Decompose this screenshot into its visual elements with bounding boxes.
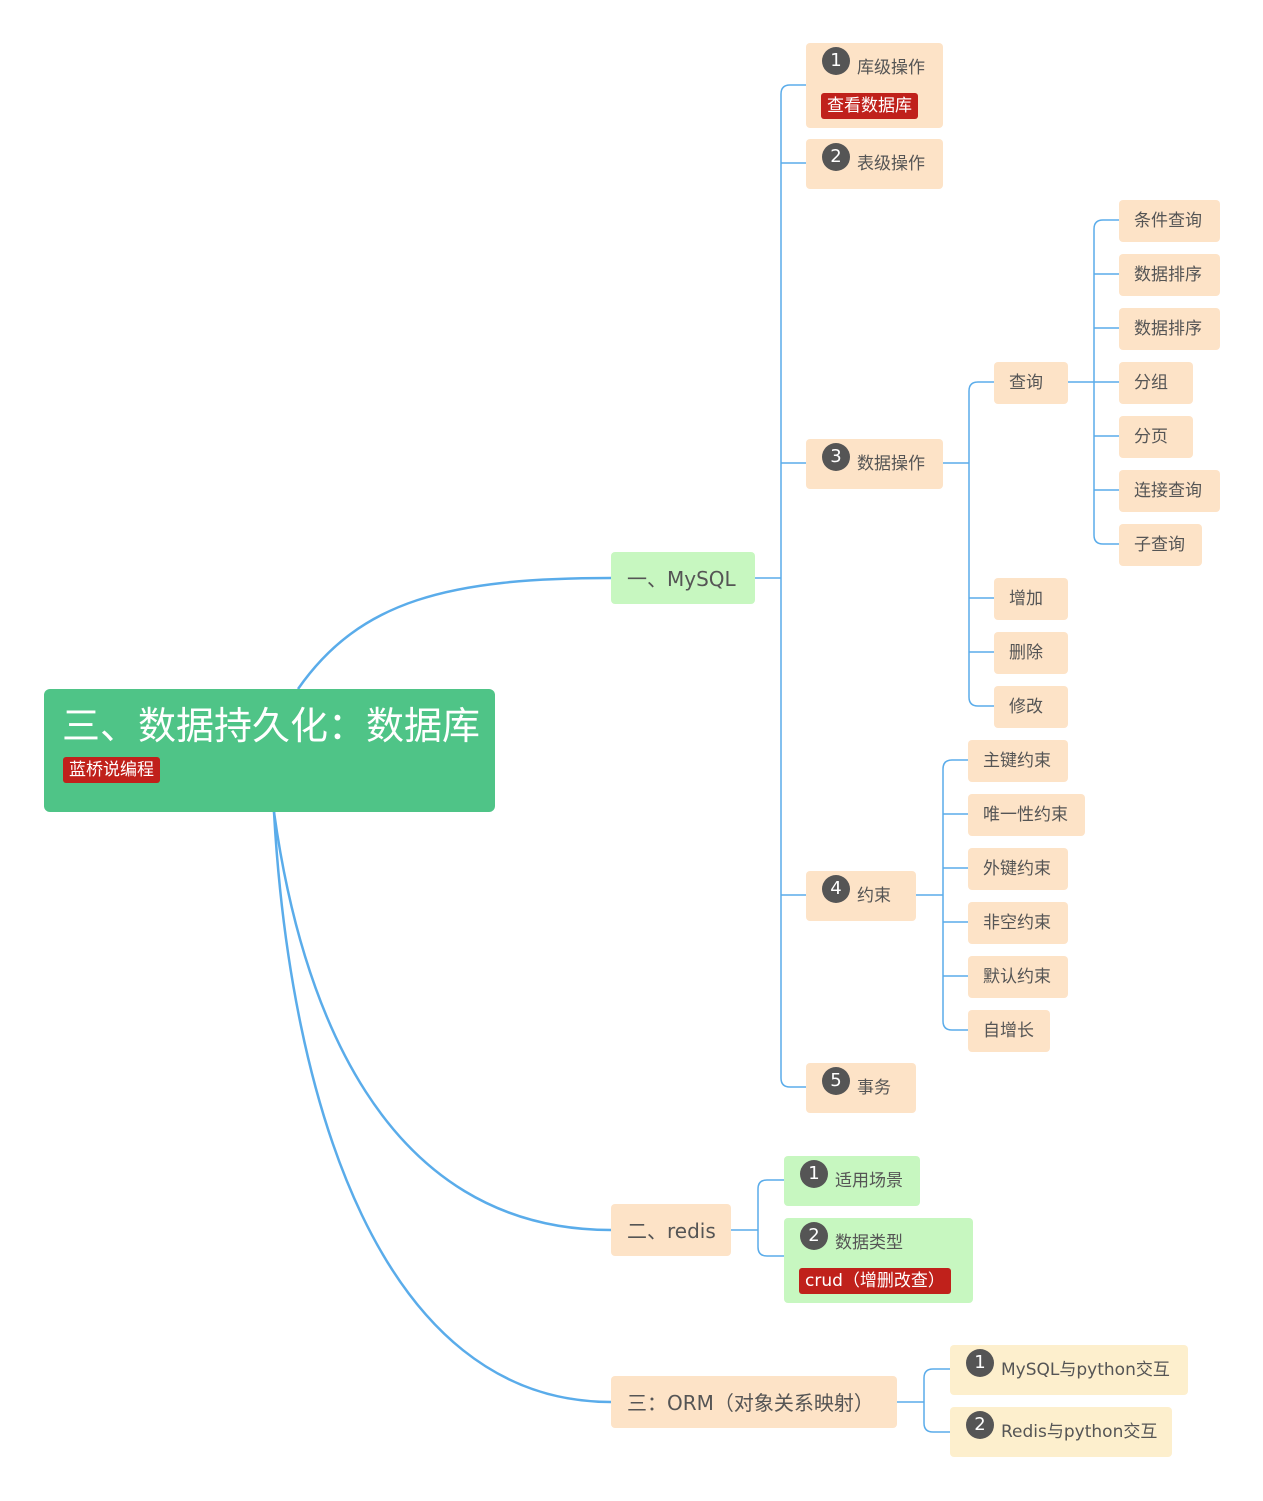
constraint-item-label: 主键约束 — [983, 751, 1051, 771]
topic-redis-label: 二、redis — [627, 1219, 716, 1243]
root-tag: 蓝桥说编程 — [63, 757, 160, 783]
topic-orm-label: 三：ORM（对象关系映射） — [627, 1391, 874, 1415]
topic-mysql-label: 一、MySQL — [627, 567, 736, 591]
mysql-item-1-label: 库级操作 — [857, 58, 925, 78]
query-item[interactable]: 条件查询 — [1119, 200, 1220, 242]
redis-item-2-label: 数据类型 — [835, 1233, 903, 1253]
query-item-label: 分组 — [1134, 373, 1168, 393]
number-badge-2: 2 — [800, 1222, 828, 1250]
topic-redis[interactable]: 二、redis — [611, 1204, 731, 1256]
query-item-label: 数据排序 — [1134, 319, 1202, 339]
query-item[interactable]: 数据排序 — [1119, 308, 1220, 350]
mysql-item-5[interactable]: 5 事务 — [806, 1063, 916, 1113]
constraint-item-label: 外键约束 — [983, 859, 1051, 879]
number-badge-4: 4 — [822, 875, 850, 903]
orm-item-2[interactable]: 2 Redis与python交互 — [950, 1407, 1172, 1457]
topic-mysql[interactable]: 一、MySQL — [611, 552, 755, 604]
constraint-item-label: 自增长 — [983, 1021, 1034, 1041]
orm-item-2-label: Redis与python交互 — [1001, 1422, 1158, 1442]
number-badge-3: 3 — [822, 443, 850, 471]
data-op-insert[interactable]: 增加 — [994, 578, 1068, 620]
query-item-label: 分页 — [1134, 427, 1168, 447]
query-item-label: 子查询 — [1134, 535, 1185, 555]
query-item[interactable]: 子查询 — [1119, 524, 1202, 566]
constraint-item[interactable]: 主键约束 — [968, 740, 1068, 782]
root-title: 三、数据持久化：数据库 — [62, 704, 481, 748]
query-item[interactable]: 数据排序 — [1119, 254, 1220, 296]
constraint-item[interactable]: 默认约束 — [968, 956, 1068, 998]
mysql-item-1[interactable]: 1 库级操作 查看数据库 — [806, 43, 943, 128]
data-op-label: 删除 — [1009, 643, 1043, 663]
query-item[interactable]: 分页 — [1119, 416, 1193, 458]
root-topic[interactable]: 三、数据持久化：数据库 蓝桥说编程 — [44, 689, 495, 812]
mysql-item-5-label: 事务 — [857, 1078, 891, 1098]
constraint-item[interactable]: 唯一性约束 — [968, 794, 1085, 836]
constraint-item-label: 唯一性约束 — [983, 805, 1068, 825]
constraint-item[interactable]: 外键约束 — [968, 848, 1068, 890]
redis-item-2-tag: crud（增删改查） — [799, 1268, 951, 1294]
query-item[interactable]: 分组 — [1119, 362, 1193, 404]
redis-item-1-label: 适用场景 — [835, 1171, 903, 1191]
mysql-item-4[interactable]: 4 约束 — [806, 871, 916, 921]
data-op-query[interactable]: 查询 — [994, 362, 1068, 404]
constraint-item-label: 非空约束 — [983, 913, 1051, 933]
mysql-item-3-label: 数据操作 — [857, 454, 925, 474]
redis-item-1[interactable]: 1 适用场景 — [784, 1156, 920, 1206]
mysql-item-2-label: 表级操作 — [857, 154, 925, 174]
data-op-label: 修改 — [1009, 697, 1043, 717]
data-op-update[interactable]: 修改 — [994, 686, 1068, 728]
mysql-item-2[interactable]: 2 表级操作 — [806, 139, 943, 189]
query-item-label: 条件查询 — [1134, 211, 1202, 231]
mysql-item-3[interactable]: 3 数据操作 — [806, 439, 943, 489]
data-op-delete[interactable]: 删除 — [994, 632, 1068, 674]
mysql-item-1-tag: 查看数据库 — [821, 93, 918, 119]
query-item[interactable]: 连接查询 — [1119, 470, 1220, 512]
number-badge-2: 2 — [822, 143, 850, 171]
mysql-item-4-label: 约束 — [857, 886, 891, 906]
constraint-item-label: 默认约束 — [983, 967, 1051, 987]
number-badge-1: 1 — [822, 47, 850, 75]
constraint-item[interactable]: 非空约束 — [968, 902, 1068, 944]
orm-item-1[interactable]: 1 MySQL与python交互 — [950, 1345, 1188, 1395]
data-op-label: 增加 — [1009, 589, 1043, 609]
query-item-label: 数据排序 — [1134, 265, 1202, 285]
constraint-item[interactable]: 自增长 — [968, 1010, 1050, 1052]
orm-item-1-label: MySQL与python交互 — [1001, 1360, 1170, 1380]
number-badge-1: 1 — [966, 1349, 994, 1377]
number-badge-5: 5 — [822, 1067, 850, 1095]
topic-orm[interactable]: 三：ORM（对象关系映射） — [611, 1376, 897, 1428]
number-badge-2: 2 — [966, 1411, 994, 1439]
number-badge-1: 1 — [800, 1160, 828, 1188]
redis-item-2[interactable]: 2 数据类型 crud（增删改查） — [784, 1218, 973, 1303]
query-item-label: 连接查询 — [1134, 481, 1202, 501]
data-op-label: 查询 — [1009, 373, 1043, 393]
